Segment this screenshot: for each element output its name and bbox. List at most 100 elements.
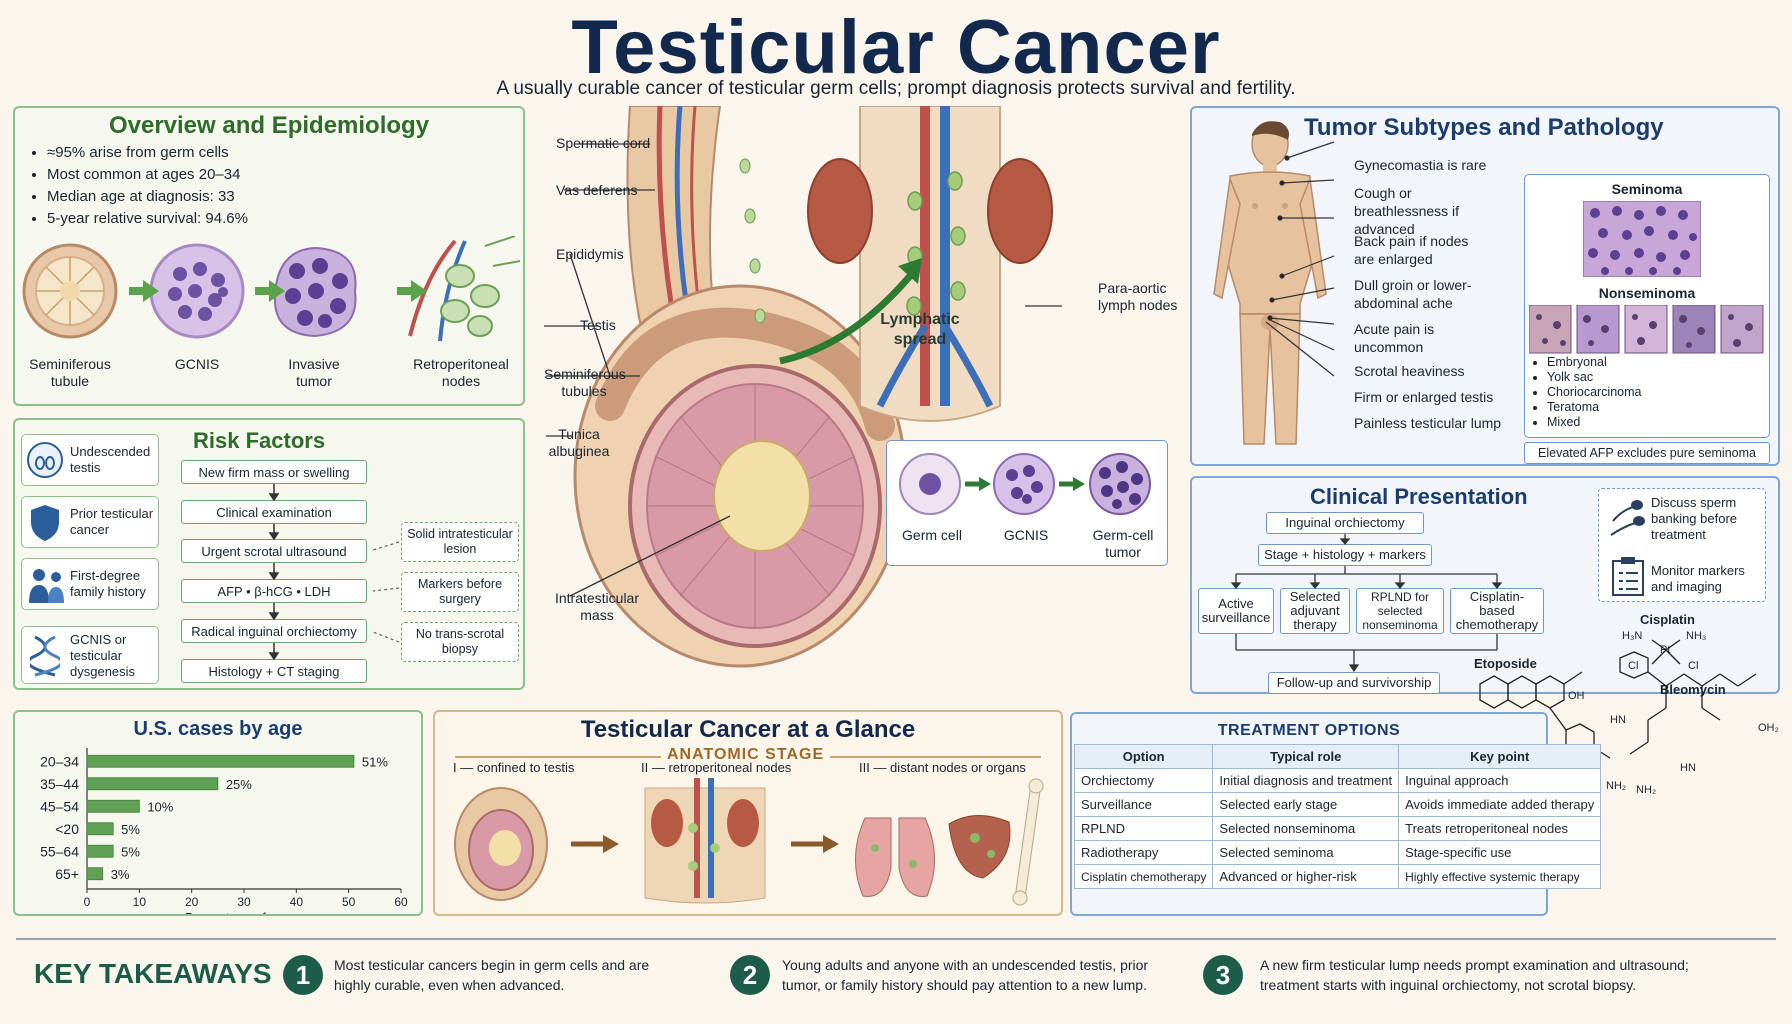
flow-note: Solid intratesticular lesion [401, 522, 519, 562]
atom-label: Cl [1628, 660, 1639, 672]
clinical-presentation-panel: Clinical Presentation Inguinal orchiecto… [1190, 476, 1780, 694]
category-label: 55–64 [40, 843, 79, 859]
anatomy-label: Epididymis [556, 246, 624, 262]
drug-name: Bleomycin [1660, 682, 1726, 697]
data-label: 51% [362, 754, 388, 769]
arrow-icon [397, 280, 427, 302]
risk-factor-card: GCNIS or testicular dysgenesis [21, 626, 159, 684]
para-aortic-label: Para-aortic lymph nodes [1098, 280, 1178, 313]
table-cell: Selected early stage [1212, 792, 1400, 817]
shield-icon [31, 505, 59, 541]
anatomy-label: Testis [580, 317, 616, 333]
drug-name: Etoposide [1474, 656, 1537, 671]
symptom-label: Painless testicular lump [1354, 415, 1502, 431]
category-label: 20–34 [40, 753, 79, 769]
atom-label: H₃N [1622, 630, 1643, 642]
anatomy-label: Spermatic cord [556, 135, 651, 151]
overview-bullets: ≈95% arise from germ cells Most common a… [27, 142, 248, 230]
table-cell: Inguinal approach [1398, 768, 1602, 793]
atom-label: OH [1568, 690, 1585, 702]
table-cell: Radiotherapy [1073, 840, 1214, 865]
side-note-text: Monitor markers and imaging [1651, 563, 1745, 594]
nonseminoma-type: Choriocarcinoma [1547, 385, 1641, 400]
data-label: 10% [147, 799, 173, 814]
cell-progression-icons [899, 453, 1151, 515]
cases-title: U.S. cases by age [133, 718, 303, 740]
seminoma-label: Seminoma [1611, 181, 1683, 197]
bar [86, 777, 219, 791]
anatomy-label: Vas deferens [556, 182, 638, 198]
clinical-step: Inguinal orchiectomy [1266, 512, 1424, 534]
table-cell: Selected nonseminoma [1212, 816, 1400, 841]
page-title: Testicular Cancer [571, 5, 1221, 90]
anatomy-label: Seminiferous tubules [544, 366, 626, 399]
seminoma-histology-image [1583, 201, 1701, 277]
table-cell: Selected seminoma [1212, 840, 1400, 865]
side-note-text: Discuss sperm banking before treatment [1651, 495, 1738, 542]
stage-caption-nodes: Retroperitoneal nodes [413, 356, 509, 389]
risk-factor-card: Undescended testis [21, 434, 159, 486]
overview-title: Overview and Epidemiology [108, 112, 430, 139]
stage-caption-gcnis: GCNIS [174, 356, 220, 372]
clinical-option: Selected adjuvant therapy [1280, 588, 1350, 634]
stage-label: I — confined to testis [453, 760, 575, 775]
risk-factor-label: Prior testicular cancer [70, 506, 154, 537]
symptom-label: Firm or enlarged testis [1354, 389, 1494, 405]
symptom-label: Cough or breathlessness if advanced [1354, 185, 1460, 237]
x-tick-label: 50 [342, 895, 356, 909]
testis-icon [27, 442, 63, 478]
dna-icon [30, 635, 60, 677]
family-icon [29, 569, 64, 603]
atom-label: Pt [1660, 644, 1671, 656]
table-header: Option [1073, 744, 1214, 769]
retroperitoneal-nodes-icon [408, 236, 521, 342]
category-label: <20 [55, 821, 79, 837]
bar [86, 754, 355, 768]
table-row: RPLND Selected nonseminoma Treats retrop… [1073, 816, 1602, 841]
table-cell: Cisplatin chemotherapy [1073, 864, 1214, 889]
glance-title: Testicular Cancer at a Glance [580, 716, 916, 743]
category-label: 45–54 [40, 798, 79, 814]
clinical-flow-connectors [1230, 534, 1503, 673]
table-cell: Orchiectomy [1073, 768, 1214, 793]
table-row: Radiotherapy Selected seminoma Stage-spe… [1073, 840, 1602, 865]
table-header: Key point [1398, 744, 1602, 769]
symptom-label: Back pain if nodes are enlarged [1354, 233, 1469, 267]
pathology-box: Seminoma Nonseminoma [1524, 174, 1770, 438]
x-tick-label: 60 [394, 895, 408, 909]
x-tick-label: 40 [290, 895, 304, 909]
flow-step: New firm mass or swelling [181, 460, 367, 484]
atom-label: NH₂ [1606, 780, 1627, 792]
table-cell: Advanced or higher-risk [1212, 864, 1400, 889]
data-label: 5% [121, 844, 140, 859]
atom-label: HN [1610, 714, 1626, 726]
atom-label: OH₂ [1758, 722, 1779, 734]
clinical-option: Active surveillance [1198, 588, 1274, 634]
table-header: Typical role [1212, 744, 1400, 769]
clinical-option: Cisplatin-based chemotherapy [1450, 588, 1544, 634]
nonseminoma-label: Nonseminoma [1598, 285, 1696, 301]
clipboard-icon [1612, 557, 1644, 596]
x-tick-label: 10 [133, 895, 147, 909]
bar [86, 867, 104, 881]
stage-illustrations [454, 778, 1044, 906]
takeaway-text: Young adults and anyone with an undescen… [782, 957, 1149, 993]
takeaway-number: 3 [1203, 955, 1243, 995]
x-tick-label: 30 [237, 895, 251, 909]
takeaways-title: KEY TAKEAWAYS [34, 958, 272, 989]
symptom-label: Dull groin or lower-abdominal ache [1354, 277, 1472, 311]
risk-factor-card: First-degree family history [21, 558, 159, 610]
gcnis-icon [149, 243, 245, 339]
takeaway-number: 1 [283, 955, 323, 995]
table-cell: Treats retroperitoneal nodes [1398, 816, 1602, 841]
glance-subtitle: ANATOMIC STAGE [661, 746, 831, 764]
table-cell: Avoids immediate added therapy [1398, 792, 1602, 817]
category-label: 35–44 [40, 776, 79, 792]
nonseminoma-type: Teratoma [1547, 400, 1641, 415]
atom-label: HN [1680, 762, 1696, 774]
flow-note: No trans-scrotal biopsy [401, 622, 519, 662]
overview-bullet: Median age at diagnosis: 33 [47, 186, 248, 208]
subtypes-title: Tumor Subtypes and Pathology [1304, 114, 1664, 141]
nonseminoma-histology-images [1529, 305, 1764, 354]
flow-step: Urgent scrotal ultrasound [181, 539, 367, 563]
